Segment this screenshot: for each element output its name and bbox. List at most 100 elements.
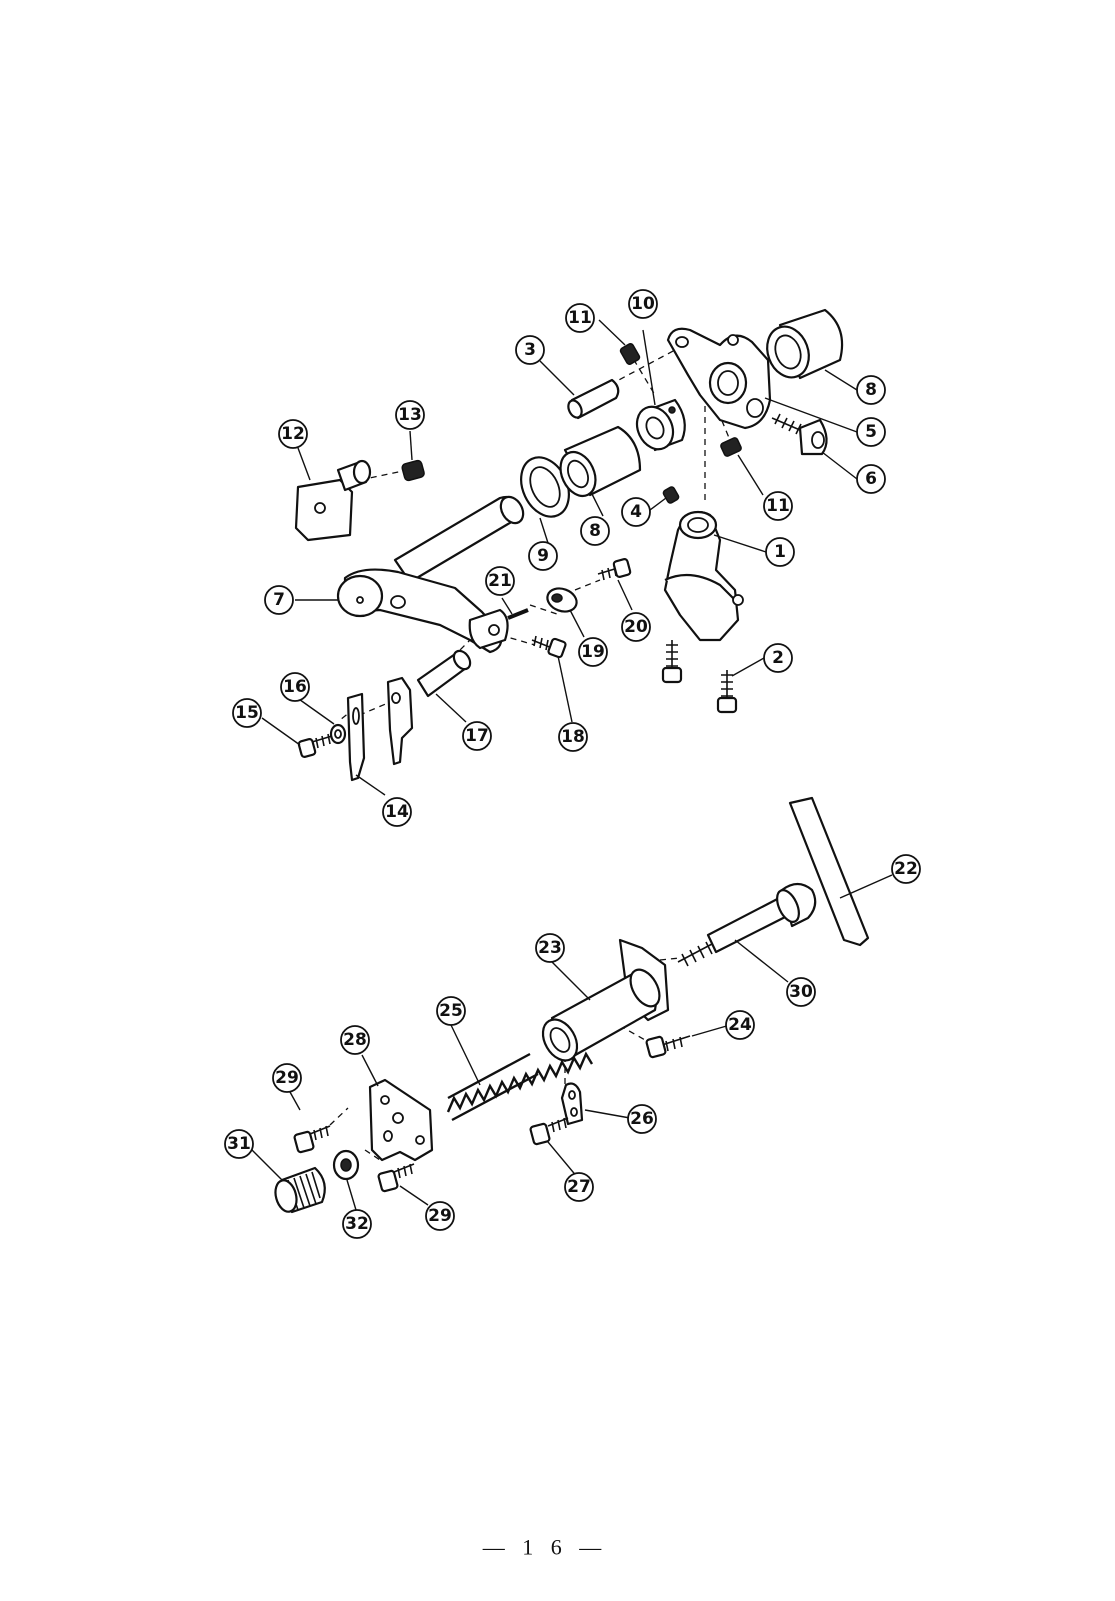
part-9-washer (520, 456, 570, 518)
part-12-bracket (294, 459, 372, 542)
part-23-body (541, 938, 670, 1062)
svg-text:21: 21 (488, 571, 512, 591)
callout-18: 18 (558, 722, 588, 752)
part-4-set-screw (662, 486, 680, 504)
part-10-collar (635, 398, 686, 452)
svg-text:3: 3 (524, 340, 536, 360)
callout-4: 4 (621, 497, 651, 527)
svg-text:2: 2 (772, 648, 784, 668)
callout-22: 22 (891, 854, 921, 884)
callout-8-lower: 8 (580, 516, 610, 546)
svg-text:32: 32 (345, 1214, 369, 1234)
part-11-set-screw-right (720, 437, 742, 457)
callout-32: 32 (342, 1209, 372, 1239)
part-2-screw-right (716, 670, 738, 714)
part-5-crank (666, 327, 772, 430)
part-6-cap-screw (771, 413, 828, 456)
svg-text:4: 4 (630, 502, 642, 522)
part-8-bushing-lower (559, 425, 642, 498)
part-1-clamp-link (663, 510, 744, 642)
part-31-knob (274, 1166, 326, 1214)
callout-leaders (249, 319, 893, 1211)
part-18-screw (531, 635, 567, 659)
svg-text:7: 7 (273, 590, 285, 610)
callout-29-lower: 29 (425, 1201, 455, 1231)
part-7-arm-shaft (336, 495, 525, 654)
svg-text:29: 29 (275, 1068, 299, 1088)
svg-text:11: 11 (766, 496, 790, 516)
callout-11-right: 11 (763, 491, 793, 521)
callout-13: 13 (395, 400, 425, 430)
svg-text:19: 19 (581, 642, 605, 662)
callout-26: 26 (627, 1104, 657, 1134)
part-15-screw (297, 733, 333, 758)
svg-text:14: 14 (385, 802, 409, 822)
svg-text:1: 1 (774, 542, 786, 562)
callout-2: 2 (763, 643, 793, 673)
callout-23: 23 (535, 933, 565, 963)
svg-text:8: 8 (865, 380, 877, 400)
callout-14: 14 (382, 797, 412, 827)
callout-21: 21 (485, 566, 515, 596)
svg-text:9: 9 (537, 546, 549, 566)
svg-text:25: 25 (439, 1001, 463, 1021)
svg-text:22: 22 (894, 859, 918, 879)
callout-9: 9 (528, 541, 558, 571)
part-14-guide-plates (346, 676, 414, 782)
part-19-washer (546, 587, 578, 613)
callout-6: 6 (856, 464, 886, 494)
callout-8-upper: 8 (856, 375, 886, 405)
svg-text:17: 17 (465, 726, 489, 746)
callout-11-top: 11 (565, 303, 595, 333)
svg-text:8: 8 (589, 521, 601, 541)
callout-12: 12 (278, 419, 308, 449)
callout-24: 24 (725, 1010, 755, 1040)
callout-29-upper: 29 (272, 1063, 302, 1093)
svg-text:10: 10 (631, 294, 655, 314)
part-21-pin (507, 608, 529, 620)
svg-text:24: 24 (728, 1015, 752, 1035)
page-number: — 1 6 — (482, 1535, 608, 1560)
callout-31: 31 (224, 1129, 254, 1159)
callout-19: 19 (578, 637, 608, 667)
part-28-bracket (368, 1078, 434, 1162)
callout-5: 5 (856, 417, 886, 447)
part-13-set-screw (401, 459, 425, 482)
callout-30: 30 (786, 977, 816, 1007)
part-29-screw-lower (377, 1163, 415, 1193)
part-2-screw-left (661, 640, 683, 684)
svg-text:30: 30 (789, 982, 813, 1002)
svg-text:11: 11 (568, 308, 592, 328)
svg-text:13: 13 (398, 405, 422, 425)
callout-15: 15 (232, 698, 262, 728)
callout-1: 1 (765, 537, 795, 567)
callout-3: 3 (515, 335, 545, 365)
part-22-flat-key (788, 796, 870, 947)
callout-28: 28 (340, 1025, 370, 1055)
svg-text:23: 23 (538, 938, 562, 958)
svg-text:12: 12 (281, 424, 305, 444)
svg-text:5: 5 (865, 422, 877, 442)
part-25-spring (446, 1051, 594, 1122)
callout-20: 20 (621, 612, 651, 642)
svg-text:27: 27 (567, 1177, 591, 1197)
part-16-washer (329, 723, 347, 745)
part-29-screw-upper (293, 1125, 331, 1154)
part-30-long-bolt (677, 882, 817, 967)
part-24-screw (645, 1035, 691, 1059)
callout-25: 25 (436, 996, 466, 1026)
part-8-bushing-upper (766, 308, 844, 380)
callout-17: 17 (462, 721, 492, 751)
part-20-screw (597, 558, 632, 581)
svg-text:29: 29 (428, 1206, 452, 1226)
part-3-dowel (567, 378, 620, 420)
callout-10: 10 (628, 289, 658, 319)
part-27-screw (529, 1117, 569, 1146)
svg-text:6: 6 (865, 469, 877, 489)
svg-text:20: 20 (624, 617, 648, 637)
callout-16: 16 (280, 672, 310, 702)
part-11-set-screw-top (619, 343, 641, 365)
svg-text:16: 16 (283, 677, 307, 697)
svg-text:26: 26 (630, 1109, 654, 1129)
